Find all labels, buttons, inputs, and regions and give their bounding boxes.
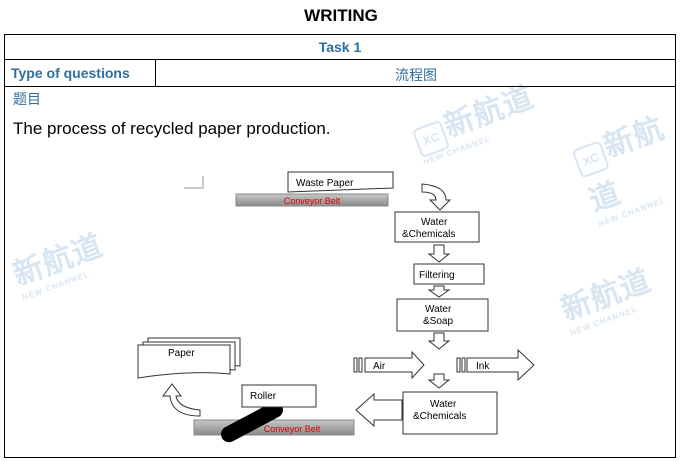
filtering-box: Filtering bbox=[413, 263, 485, 285]
curved-up-arrow-icon bbox=[162, 383, 201, 417]
curved-arrow-icon bbox=[421, 183, 452, 211]
task-label: Task 1 bbox=[318, 39, 362, 55]
down-arrow-icon bbox=[427, 373, 451, 389]
question-text: The process of recycled paper production… bbox=[13, 119, 331, 138]
question-type-row: Type of questions 流程图 bbox=[5, 60, 675, 87]
water-chemicals-1-line2: &Chemicals bbox=[402, 229, 455, 240]
water-chemicals-2-line1: Water bbox=[430, 399, 457, 410]
conveyor-belt-bottom-label: Conveyor Belt bbox=[264, 424, 321, 434]
water-chemicals-box-2: Water &Chemicals bbox=[402, 391, 498, 435]
ink-arrow: Ink bbox=[456, 348, 535, 382]
question-type-value: 流程图 bbox=[395, 67, 437, 83]
topic-label: 题目 bbox=[13, 91, 41, 107]
left-arrow-icon bbox=[355, 392, 403, 428]
air-arrow: Air bbox=[353, 350, 425, 380]
roller-shape bbox=[221, 401, 283, 443]
roller-box: Roller bbox=[241, 384, 317, 408]
down-arrow-icon bbox=[427, 285, 451, 298]
water-soap-box: Water &Soap bbox=[396, 298, 489, 332]
water-chemicals-2-line2: &Chemicals bbox=[413, 411, 466, 422]
roller-label: Roller bbox=[250, 391, 277, 402]
water-chemicals-1-line1: Water bbox=[421, 217, 448, 228]
conveyor-belt-bottom: Conveyor Belt bbox=[193, 419, 355, 436]
down-arrow-icon bbox=[427, 332, 451, 350]
ink-label: Ink bbox=[476, 361, 490, 372]
air-label: Air bbox=[373, 361, 386, 372]
task-row: Task 1 bbox=[5, 35, 675, 60]
water-soap-line1: Water bbox=[425, 304, 452, 315]
conveyor-belt-top-label: Conveyor Belt bbox=[284, 196, 341, 206]
down-arrow-icon bbox=[427, 244, 451, 263]
water-soap-line2: &Soap bbox=[423, 316, 453, 327]
conveyor-belt-top: Conveyor Belt bbox=[235, 193, 389, 207]
paper-stack: Paper bbox=[137, 337, 241, 379]
water-chemicals-box-1: Water &Chemicals bbox=[394, 211, 480, 243]
paper-label: Paper bbox=[168, 348, 195, 359]
waste-paper-label: Waste Paper bbox=[296, 178, 354, 189]
task-table: Task 1 Type of questions 流程图 题目 The proc… bbox=[4, 34, 676, 458]
corner-mark bbox=[184, 176, 204, 189]
question-type-label: Type of questions bbox=[5, 60, 156, 86]
filtering-label: Filtering bbox=[419, 270, 455, 281]
waste-paper-box: Waste Paper bbox=[287, 171, 394, 193]
page-title: WRITING bbox=[304, 6, 378, 25]
